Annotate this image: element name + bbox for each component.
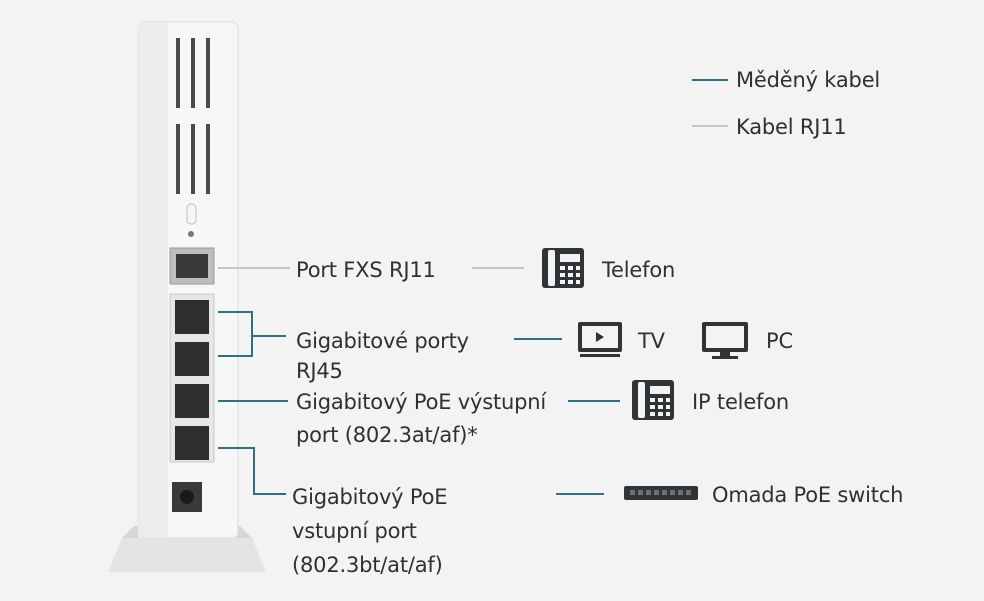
led-indicator — [186, 203, 197, 225]
switch-icon — [624, 486, 698, 500]
poe-in-label-line1: Gigabitový PoE — [292, 485, 448, 509]
phone-icon — [542, 248, 584, 288]
tv-label: TV — [638, 329, 665, 353]
monitor-icon — [702, 322, 748, 359]
gigabit-ports-label-line1: Gigabitové porty — [296, 329, 469, 353]
switch-label: Omada PoE switch — [712, 483, 904, 507]
router-stand — [108, 538, 266, 572]
legend-rj11-line — [692, 125, 728, 127]
poe-out-label-line2: port (802.3at/af)* — [296, 423, 478, 447]
ip-phone-icon — [632, 380, 674, 420]
legend-rj11-label: Kabel RJ11 — [736, 115, 847, 139]
fxs-port-label: Port FXS RJ11 — [296, 258, 436, 282]
telefon-label: Telefon — [602, 258, 676, 282]
fxs-port — [169, 247, 215, 285]
router-side — [138, 22, 168, 538]
poe-in-label-line2: vstupní port — [292, 519, 417, 543]
router-vents — [176, 38, 210, 194]
poe-out-label-line1: Gigabitový PoE výstupní — [296, 390, 547, 414]
reset-button — [188, 231, 194, 237]
legend-copper-line — [692, 79, 728, 81]
pc-label: PC — [766, 329, 793, 353]
tv-icon — [578, 322, 622, 357]
legend-copper-label: Měděný kabel — [736, 68, 881, 92]
poe-in-label-line3: (802.3bt/at/af) — [292, 553, 443, 577]
connector-lines — [218, 267, 620, 495]
rj45-ports — [175, 300, 209, 460]
ip-telefon-label: IP telefon — [692, 390, 789, 414]
gigabit-ports-label-line2: RJ45 — [296, 359, 343, 383]
